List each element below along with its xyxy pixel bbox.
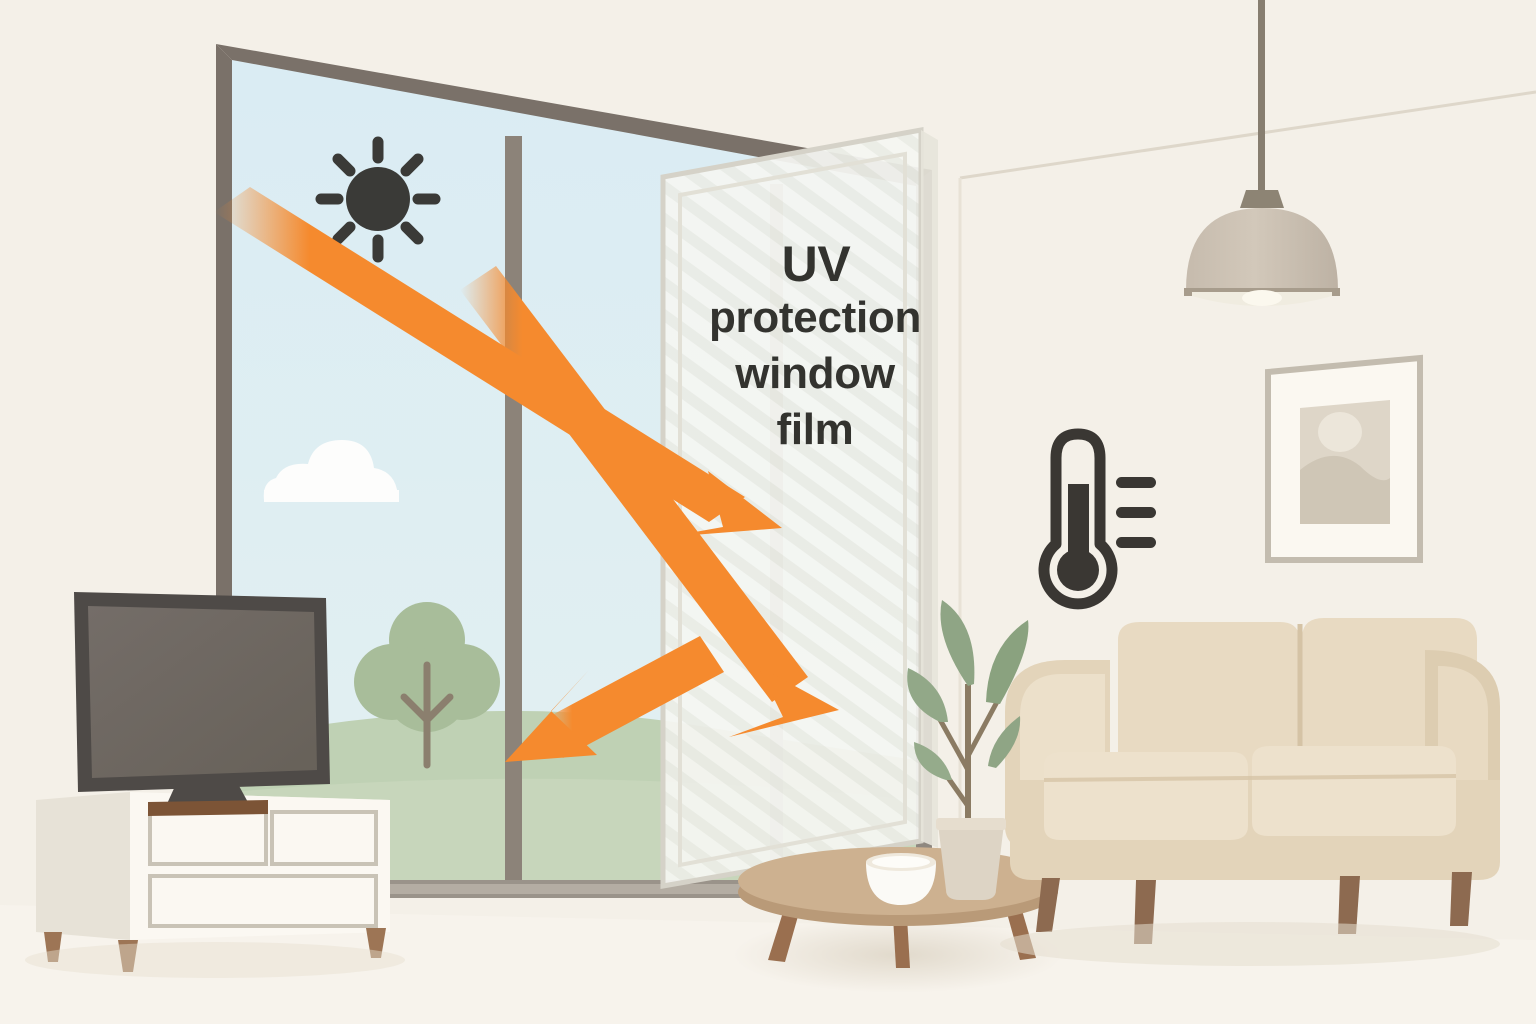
uv-ray-blocked-arrow-2 [460, 266, 839, 737]
pendant-lamp-icon [1184, 0, 1340, 306]
uv-ray-reflected-arrow [505, 636, 724, 762]
sofa [1005, 618, 1500, 944]
television [74, 592, 330, 816]
sun-icon [315, 136, 441, 263]
tree-icon [354, 602, 500, 769]
uv-arrows-group [214, 187, 839, 762]
floor-shadows [25, 922, 1500, 978]
tv-stand [36, 792, 390, 972]
potted-plant-icon [907, 600, 1029, 900]
cloud-icon [263, 440, 399, 502]
picture-frame-icon [1265, 354, 1423, 563]
thermometer-icon [1038, 428, 1156, 610]
bowl-icon [866, 853, 936, 905]
uv-film-panel [660, 127, 938, 889]
